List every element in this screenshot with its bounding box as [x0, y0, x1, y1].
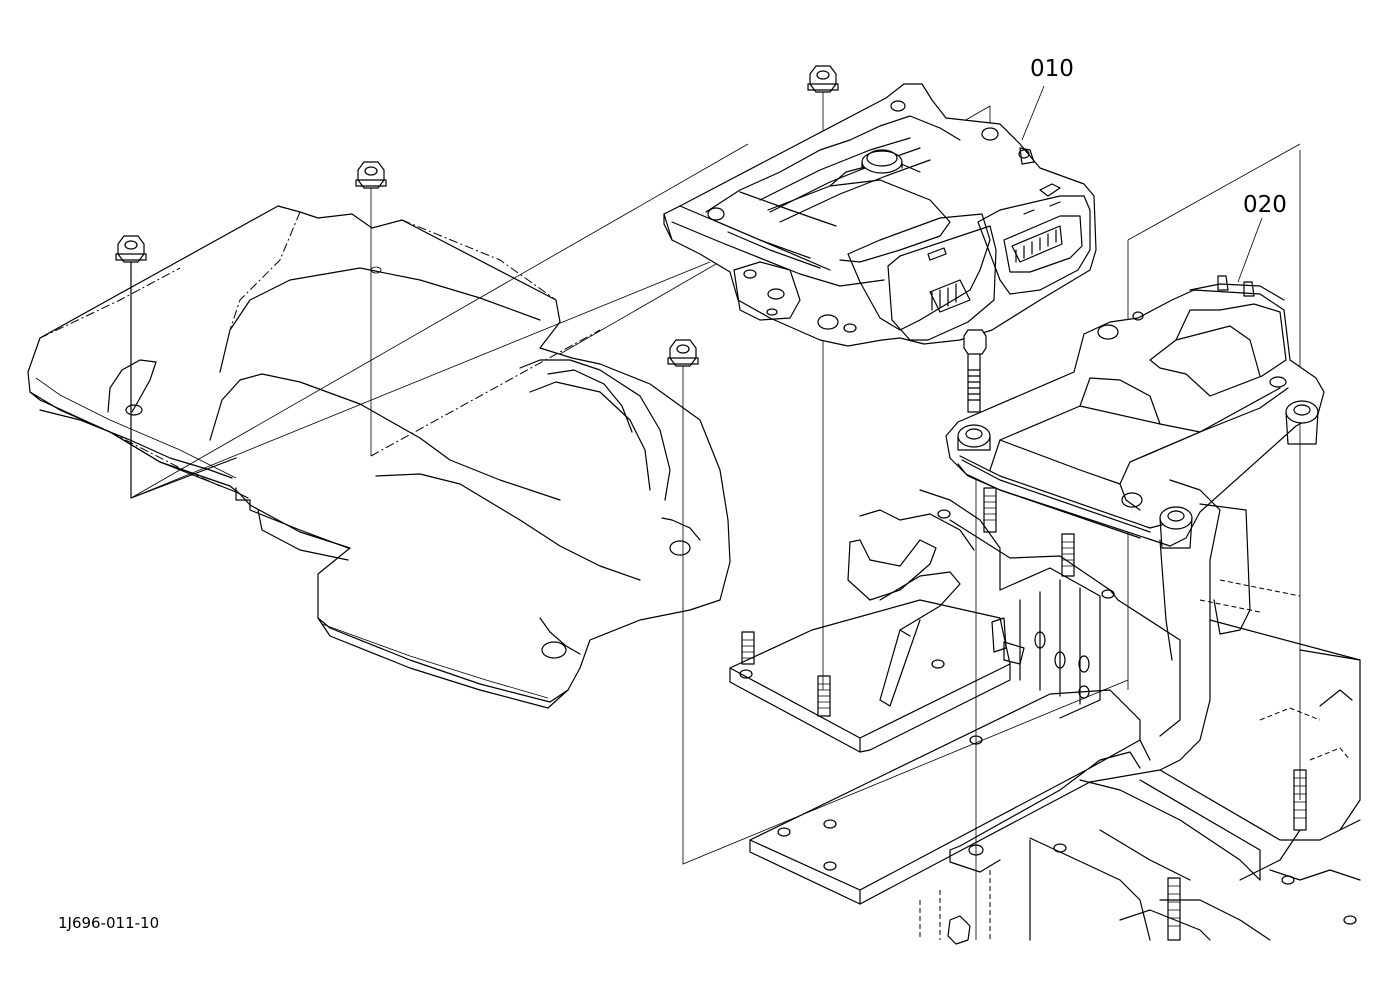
ecu-unit-020 — [945, 275, 1325, 549]
hex-nut — [115, 235, 147, 263]
hex-nut — [667, 339, 699, 367]
stud-bolt — [817, 675, 831, 717]
bolt — [963, 329, 987, 413]
stud-bolt — [741, 631, 755, 665]
stud-bolt — [1167, 877, 1181, 941]
mounting-frame — [729, 479, 1361, 945]
cover-plate — [27, 205, 731, 709]
hex-nut — [807, 65, 839, 93]
hex-nut — [355, 161, 387, 189]
leader-line-020 — [1237, 217, 1263, 283]
callout-label-020: 020 — [1243, 192, 1287, 218]
stud-bolt — [1061, 533, 1075, 577]
leader-line-010 — [1021, 85, 1045, 141]
ecu-unit-010 — [663, 83, 1097, 347]
stud-bolt — [1293, 769, 1307, 831]
stud-bolt — [983, 487, 997, 533]
drawing-reference-number: 1J696-011-10 — [58, 914, 159, 932]
callout-label-010: 010 — [1030, 56, 1074, 82]
